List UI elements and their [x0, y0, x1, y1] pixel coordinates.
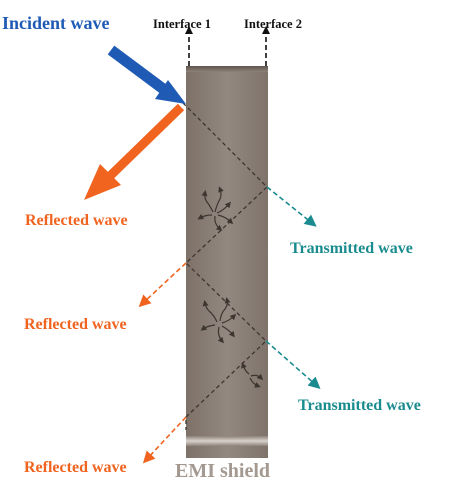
incident-wave-arrow	[107, 45, 186, 104]
transmitted-wave-label-2: Transmitted wave	[298, 397, 421, 414]
reflected-wave-label-1: Reflected wave	[25, 212, 128, 229]
reflected-wave-label-3: Reflected wave	[24, 459, 127, 476]
interface-2-label: Interface 2	[244, 17, 302, 31]
emi-shield	[186, 66, 268, 458]
interface-1-label: Interface 1	[153, 17, 211, 31]
transmitted-wave-arrow-2	[265, 340, 321, 389]
incident-wave-label: Incident wave	[2, 13, 110, 33]
scattering-cluster-2	[200, 297, 237, 344]
scattering-cluster-1	[197, 186, 234, 231]
transmitted-wave-label-1: Transmitted wave	[290, 240, 413, 257]
transmitted-wave-arrow-1	[266, 186, 317, 227]
internal-wave-path	[182, 102, 268, 430]
scattering-cluster-3	[241, 362, 264, 388]
reflected-wave-arrow-3	[142, 416, 187, 464]
reflected-wave-arrow-1	[84, 103, 185, 200]
emi-shield-label: EMI shield	[175, 460, 270, 482]
reflected-wave-arrow-2	[138, 262, 187, 308]
reflected-wave-label-2: Reflected wave	[24, 316, 127, 333]
